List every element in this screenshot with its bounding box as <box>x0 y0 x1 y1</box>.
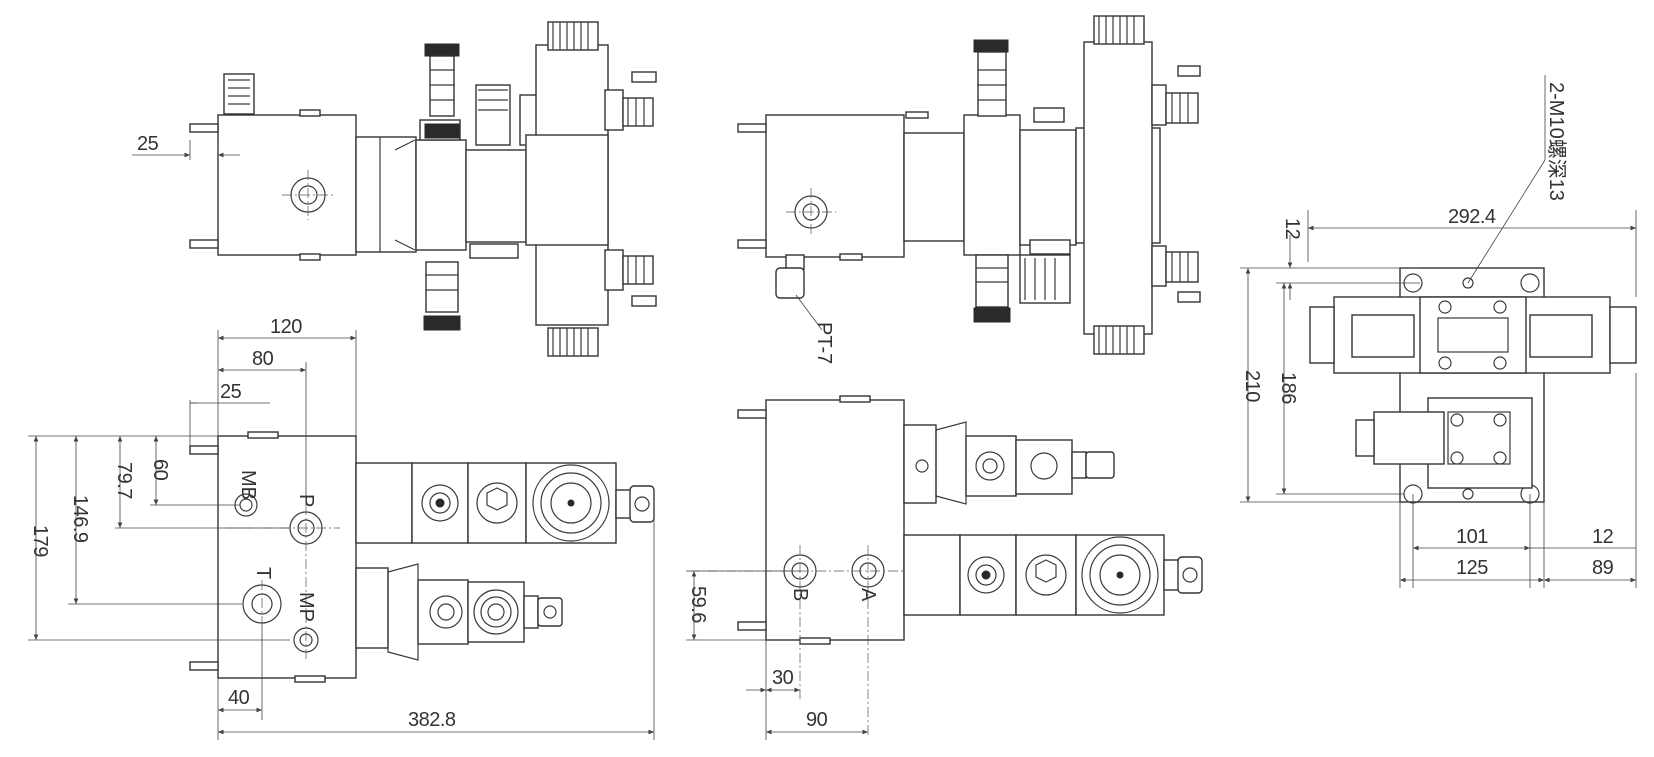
bottom-left-view: MB P T MP <box>189 431 655 683</box>
dim-101: 101 <box>1456 526 1488 548</box>
dim-60: 60 <box>149 459 171 481</box>
port-t-label: T <box>252 567 274 579</box>
dim-292-4: 292.4 <box>1448 206 1496 228</box>
dim-125: 125 <box>1456 557 1488 579</box>
top-left-view <box>189 21 657 357</box>
dim-120: 120 <box>270 316 302 338</box>
top-middle-view: PT-7 <box>737 15 1201 364</box>
dimensions: 25 120 80 25 40 382.8 179 146.9 79.7 60 <box>28 133 1637 740</box>
port-mp-label: MP <box>295 592 317 622</box>
dim-89: 89 <box>1592 557 1614 579</box>
dim-59-6: 59.6 <box>687 586 709 623</box>
dim-40: 40 <box>228 687 250 709</box>
dim-90: 90 <box>806 709 828 731</box>
thread-callout: 2-M10螺深13 <box>1545 82 1568 201</box>
pt7-label: PT-7 <box>813 322 835 364</box>
dim-12-top: 12 <box>1281 218 1303 240</box>
dim-210: 210 <box>1241 370 1263 402</box>
port-b-label: B <box>789 588 811 601</box>
bottom-middle-view: B A <box>690 395 1203 735</box>
port-mb-label: MB <box>237 470 259 500</box>
dim-79-7: 79.7 <box>113 462 135 499</box>
dim-146-9: 146.9 <box>69 495 91 543</box>
dim-25-top: 25 <box>137 133 159 155</box>
dim-80: 80 <box>252 348 274 370</box>
port-a-label: A <box>857 588 879 602</box>
dim-186: 186 <box>1277 372 1299 404</box>
dim-30: 30 <box>772 667 794 689</box>
dim-382-8: 382.8 <box>408 709 456 731</box>
dim-12-bottom: 12 <box>1592 526 1614 548</box>
right-view: 2-M10螺深13 <box>1309 75 1637 504</box>
dim-179: 179 <box>29 525 51 557</box>
dim-25-bottom: 25 <box>220 381 242 403</box>
